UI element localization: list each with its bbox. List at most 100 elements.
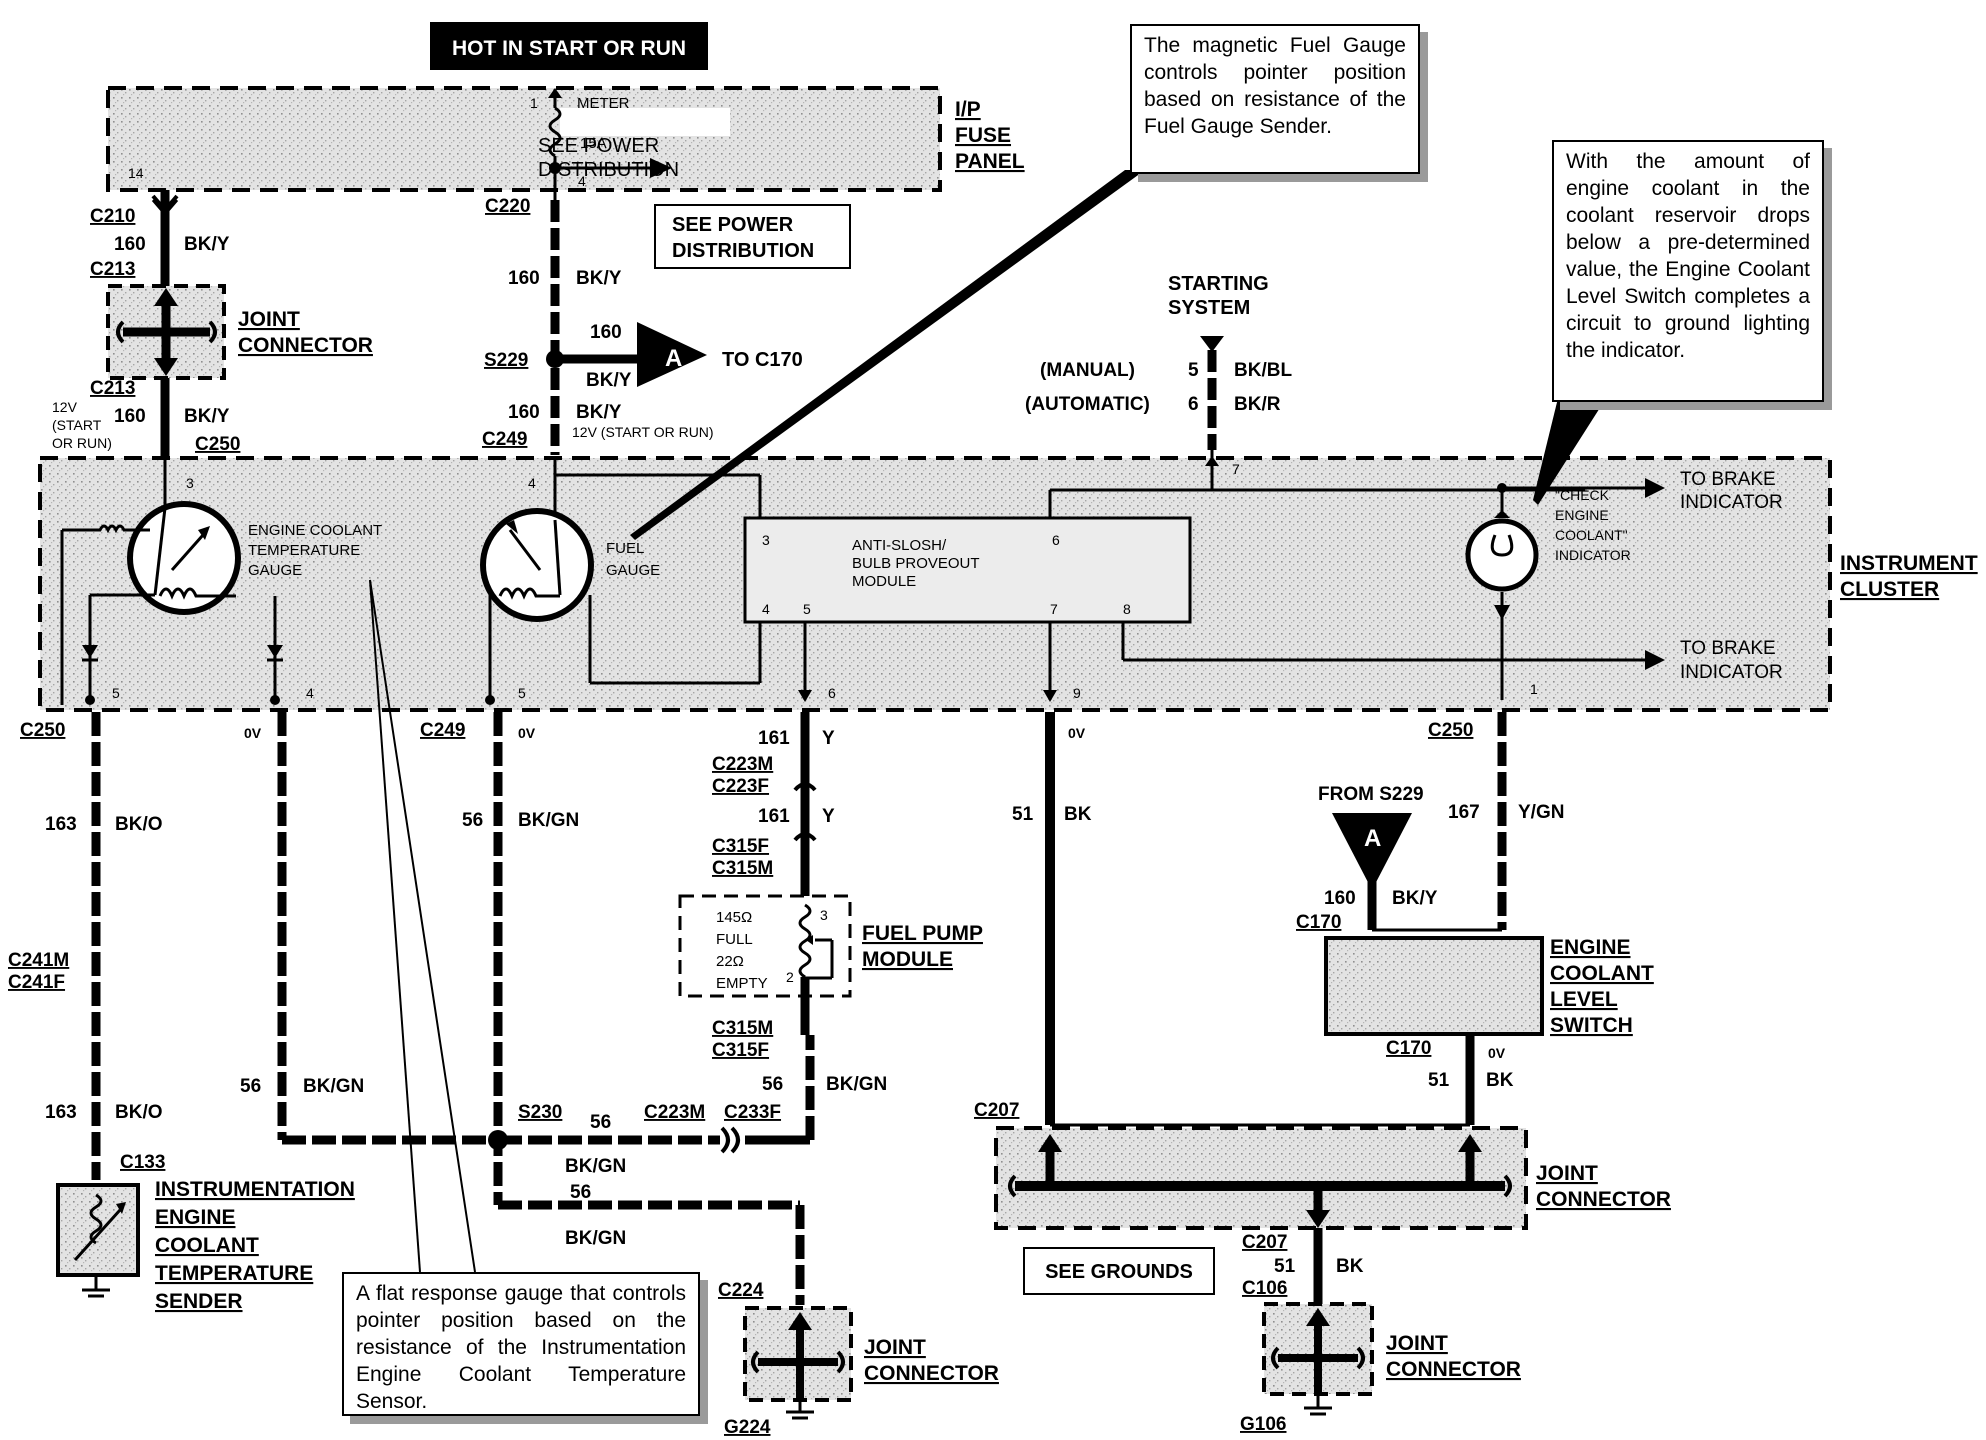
circuit-56-middle [488,712,815,1305]
wire-color: BK/Y [586,370,632,391]
c223f-label: C223F [712,776,769,797]
c207-label: C207 [974,1100,1019,1121]
ect-gauge-label: ENGINE COOLANT [248,522,382,539]
c224-label: C224 [718,1280,764,1301]
wire-number: 56 [462,810,483,831]
hot-in-start-or-run-label: HOT IN START OR RUN [430,22,708,70]
joint-connector-ground [994,1126,1528,1230]
c241f-label: C241F [8,972,65,993]
c220-label: C220 [485,196,530,217]
svg-text:14: 14 [128,165,144,181]
joint-connector-label: CONNECTOR [864,1362,999,1385]
c223m-label: C223M [644,1102,705,1123]
coolant-level-callout: With the amount of engine coolant in the… [1552,140,1824,402]
wire-number: 161 [758,806,790,827]
pin-number: 2 [786,969,794,985]
c249-label: C249 [482,429,527,450]
coolant-level-callout-text: With the amount of engine coolant in the… [1566,150,1810,362]
fuel-level-resistance: 145Ω [716,909,752,926]
svg-text:PANEL: PANEL [955,150,1025,173]
joint-connector-g106 [1262,1302,1374,1416]
pin-number: 4 [306,685,314,701]
pin-number: 6 [1052,532,1060,548]
c241m-label: C241M [8,950,69,971]
svg-text:HOT IN START OR RUN: HOT IN START OR RUN [452,37,686,60]
s230-label: S230 [518,1102,562,1123]
see-grounds-box: SEE GROUNDS [1023,1247,1215,1295]
manual-label: (MANUAL) [1040,360,1135,381]
c233f-label: C233F [724,1102,781,1123]
indicator-label: "CHECK [1555,487,1610,503]
svg-text:I/P: I/P [955,98,981,121]
pin-number: 5 [112,685,120,701]
svg-text:4: 4 [578,173,586,189]
wire-number: 160 [590,322,622,343]
fuel-level-resistance: 22Ω [716,953,744,970]
pin-number: 3 [186,475,194,491]
wire-color: BK [1064,804,1092,825]
voltage-label: 0V [1488,1045,1506,1061]
level-switch-label: COOLANT [1550,962,1654,985]
wire-number: 56 [762,1074,783,1095]
voltage-label: 0V [518,725,536,741]
pin-number: 4 [528,475,536,491]
sender-label: ENGINE [155,1206,236,1229]
c133-label: C133 [120,1152,165,1173]
svg-text:SEE GROUNDS: SEE GROUNDS [1045,1261,1193,1283]
fuel-pump-module-label: MODULE [862,948,953,971]
wire-color: BK/GN [826,1074,887,1095]
svg-text:SEE POWER: SEE POWER [672,214,794,236]
fuel-gauge-label: GAUGE [606,562,660,579]
wire-color: BK/R [1234,394,1281,415]
c213-label: C213 [90,259,135,280]
module-label: BULB PROVEOUT [852,555,980,572]
wire-number: 51 [1428,1070,1450,1091]
svg-text:DISTRIBUTION: DISTRIBUTION [538,159,679,181]
pin-number: 1 [1530,681,1538,697]
indicator-label: COOLANT" [1555,527,1628,543]
sender-label: COOLANT [155,1234,259,1257]
c223m-label: C223M [712,754,773,775]
pin-number: 9 [1073,685,1081,701]
to-brake-indicator-label: INDICATOR [1680,492,1783,513]
off-page-connector-a: A [665,345,682,372]
starting-system-label: SYSTEM [1168,297,1250,319]
level-switch-label: LEVEL [1550,988,1618,1011]
joint-connector-label: JOINT [1386,1332,1448,1355]
joint-connector-label: JOINT [1536,1162,1598,1185]
flat-response-callout-text: A flat response gauge that controls poin… [356,1282,686,1413]
wire-color: BK/Y [184,234,230,255]
pin-number: 6 [828,685,836,701]
wire-number: 160 [508,402,540,423]
g106-label: G106 [1240,1414,1286,1435]
pin-number: 5 [518,685,526,701]
svg-text:SEE POWER: SEE POWER [538,135,659,157]
wire-color: BK/Y [184,406,230,427]
voltage-label: 0V [244,725,262,741]
fuel-gauge-label: FUEL [606,540,644,557]
wire-color: BK/Y [576,268,622,289]
wire-number: 163 [45,1102,77,1123]
wire-number: 56 [590,1112,611,1133]
wire-color: Y [822,806,835,827]
sender-label: SENDER [155,1290,243,1313]
wire-color: Y [822,728,835,749]
svg-text:METER: METER [577,95,630,112]
wire-color: BK/O [115,1102,163,1123]
voltage-label: (START [52,417,102,433]
wire-color: BK/O [115,814,163,835]
circuit-51 [1045,712,1475,1127]
c207-label: C207 [1242,1232,1287,1253]
fuel-gauge-callout: The magnetic Fuel Gauge controls pointer… [1130,24,1420,174]
joint-connector-label: CONNECTOR [1386,1358,1521,1381]
wire-number: 160 [1324,888,1356,909]
svg-text:FUSE: FUSE [955,124,1011,147]
wire-number: 161 [758,728,790,749]
wire-number: 167 [1448,802,1480,823]
c250-label: C250 [1428,720,1473,741]
ect-gauge-label: GAUGE [248,562,302,579]
joint-connector-label: CONNECTOR [1536,1188,1671,1211]
wire-number: 160 [114,406,146,427]
fuel-gauge-callout-text: The magnetic Fuel Gauge controls pointer… [1144,34,1406,138]
